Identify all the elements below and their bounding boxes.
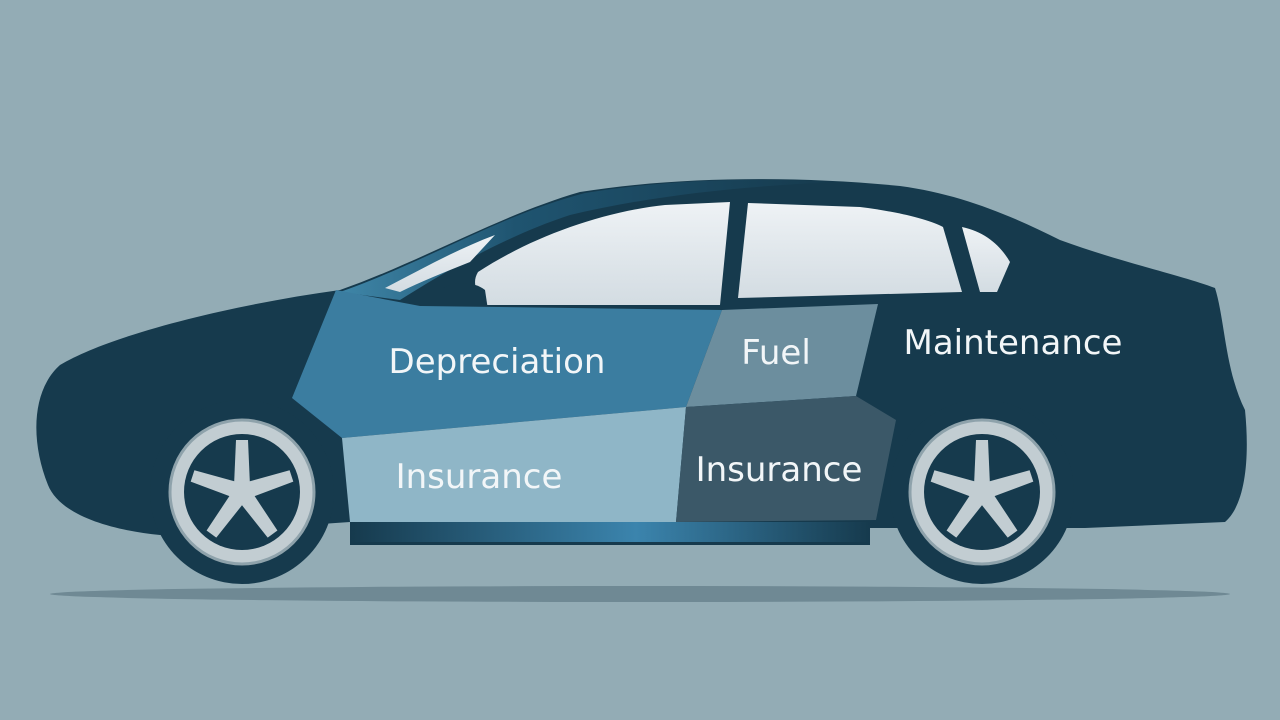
side-sill (350, 522, 870, 542)
side-mirror (430, 283, 488, 312)
ground-shadow (50, 586, 1230, 602)
insurance-rear-panel (676, 396, 896, 522)
fuel-label: Fuel (741, 333, 811, 373)
insurance-front-label: Insurance (396, 457, 563, 497)
rear-quarter-glass (385, 235, 495, 292)
maintenance-label: Maintenance (904, 323, 1123, 363)
fuel-panel (686, 304, 878, 407)
insurance-front-panel (342, 407, 686, 522)
insurance-rear-label: Insurance (696, 450, 863, 490)
wheel-front (150, 400, 334, 584)
rear-window (738, 203, 962, 298)
front-window (475, 202, 730, 305)
wheel-icon (930, 440, 1034, 538)
quarter-window (962, 227, 1010, 292)
depreciation-panel (292, 290, 722, 438)
depreciation-label: Depreciation (389, 342, 606, 382)
wheel-icon (190, 440, 294, 538)
wheel-rear (890, 400, 1074, 584)
